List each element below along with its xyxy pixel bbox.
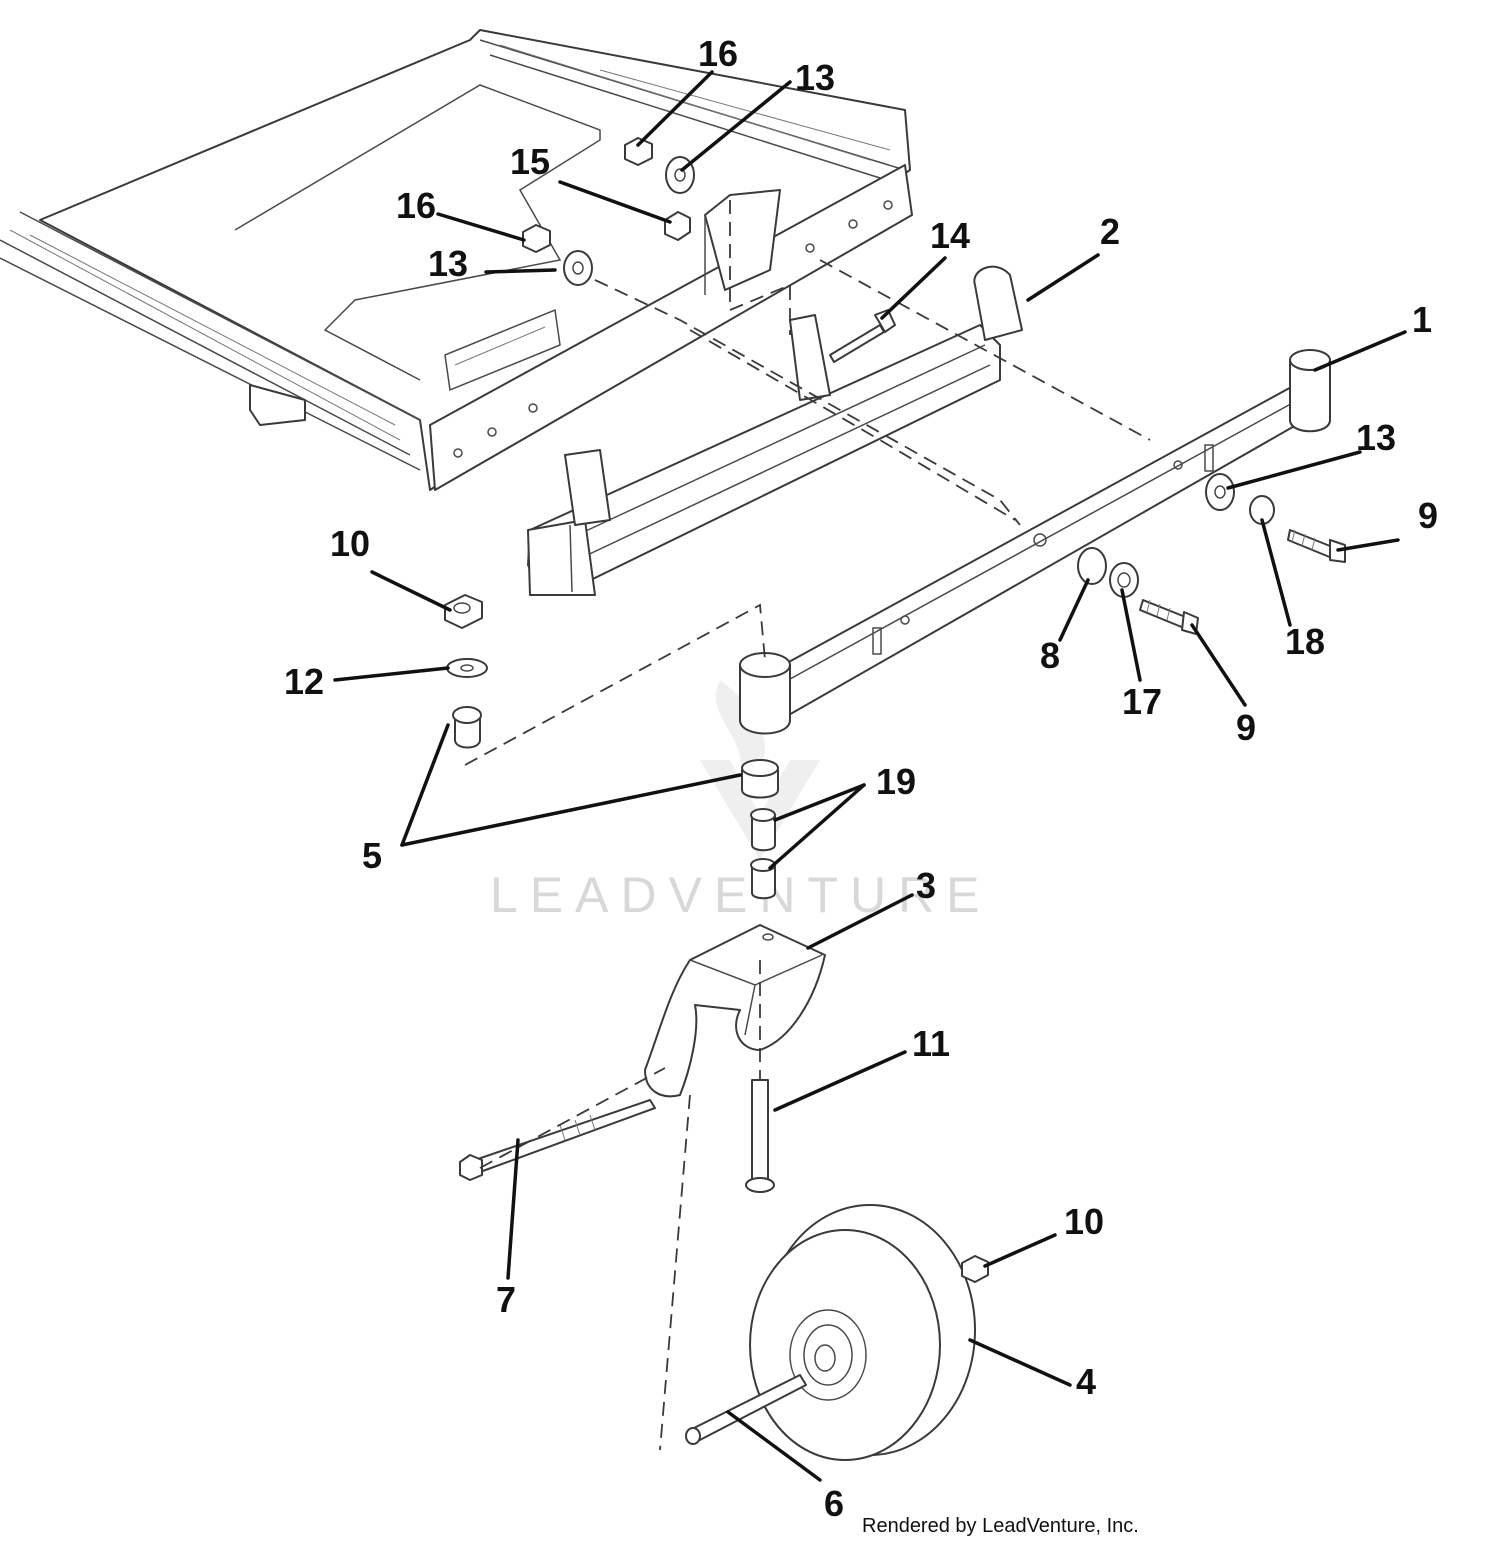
callout-13-right: 13 (1356, 417, 1396, 458)
callout-15: 15 (510, 141, 550, 182)
callout-11: 11 (912, 1023, 950, 1064)
callout-9-lower: 9 (1236, 707, 1256, 748)
front-bumper (527, 265, 1023, 596)
callout-6: 6 (824, 1483, 844, 1524)
callout-12: 12 (284, 661, 324, 702)
callout-2: 2 (1100, 211, 1120, 252)
callout-19: 19 (876, 761, 916, 802)
callout-1: 1 (1412, 299, 1432, 340)
callout-3: 3 (916, 865, 936, 906)
callout-13-left: 13 (428, 243, 468, 284)
callout-7: 7 (496, 1279, 516, 1320)
callout-16-left: 16 (396, 185, 436, 226)
callout-8: 8 (1040, 635, 1060, 676)
callout-13-top: 13 (795, 57, 835, 98)
callout-18: 18 (1285, 621, 1325, 662)
callout-5: 5 (362, 835, 382, 876)
assembly-lines (464, 200, 1151, 1451)
axle-beam (739, 349, 1331, 735)
callout-17: 17 (1122, 681, 1162, 722)
watermark: LEADVENTURE (490, 680, 992, 923)
callout-9-upper: 9 (1418, 495, 1438, 536)
caster-parts (444, 594, 989, 1461)
callout-10-top: 10 (330, 523, 370, 564)
mower-frame (0, 29, 913, 491)
render-credit: Rendered by LeadVenture, Inc. (862, 1515, 1139, 1537)
callout-16-top: 16 (698, 33, 738, 74)
callout-10-bottom: 10 (1064, 1201, 1104, 1242)
callout-labels: 16 13 15 16 13 14 2 1 13 9 10 12 8 17 18… (284, 33, 1438, 1524)
callout-14: 14 (930, 215, 970, 256)
watermark-text: LEADVENTURE (490, 867, 992, 923)
callout-leaders (333, 70, 1407, 1482)
callout-4: 4 (1076, 1361, 1096, 1402)
